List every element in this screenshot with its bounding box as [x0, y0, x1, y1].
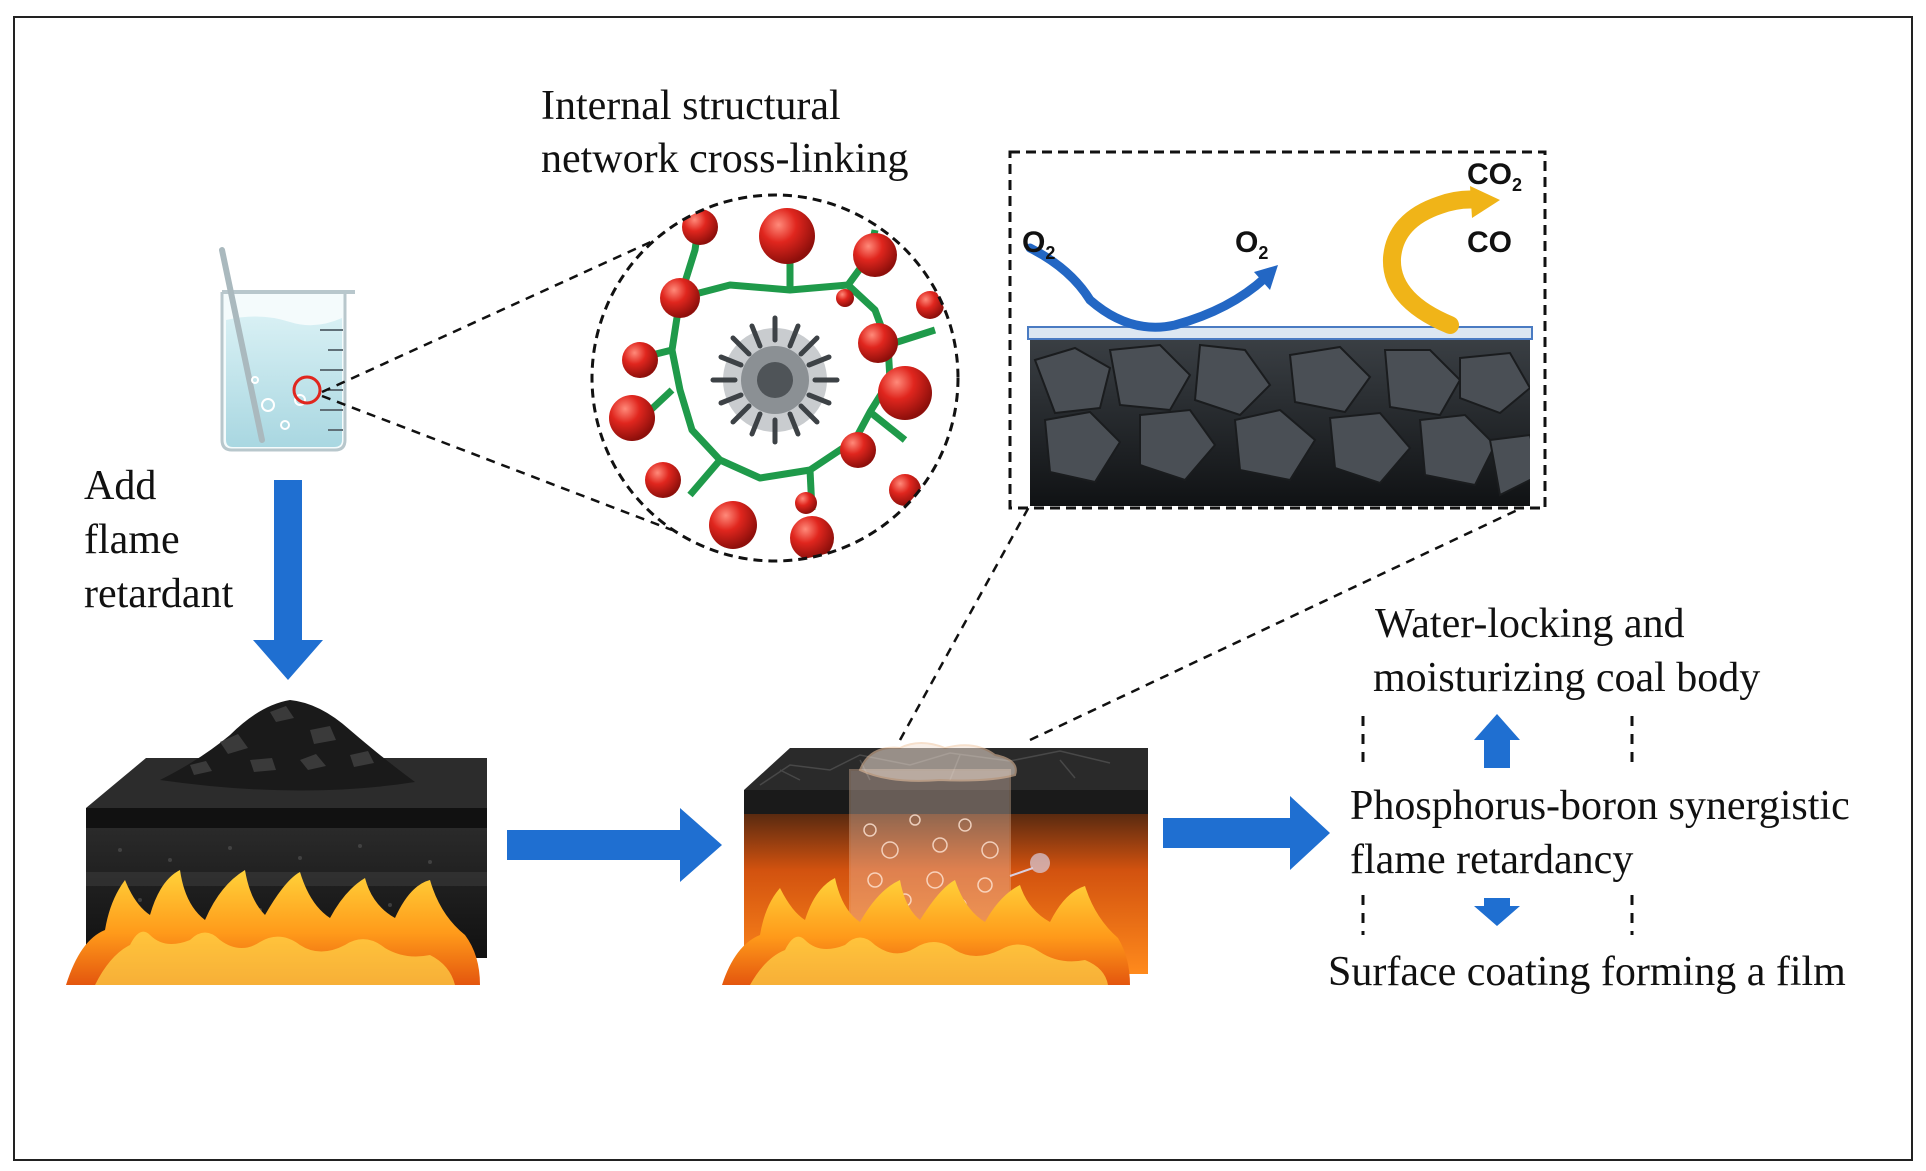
crosslink-network-illustration [590, 193, 960, 563]
down-arrow [253, 480, 323, 680]
internal-network-label-line1: Internal structural [541, 83, 841, 129]
phosphorus-boron-label-line2: flame retardancy [1350, 837, 1634, 883]
surface-coating-label: Surface coating forming a film [1328, 949, 1846, 995]
add-flame-retardant-line1: Add [84, 463, 157, 509]
o2-right-label: O2 [1235, 226, 1269, 263]
o2-left-label: O2 [1022, 226, 1056, 263]
beaker-icon [219, 247, 355, 452]
right-arrow-2 [1163, 796, 1330, 870]
figure-border [13, 16, 1913, 1161]
small-down-arrow [1474, 898, 1520, 926]
up-arrow [1474, 714, 1520, 768]
co2-label: CO2 [1467, 158, 1523, 195]
internal-network-label-line2: network cross-linking [541, 136, 909, 182]
water-locking-label-line1: Water-locking and [1375, 601, 1685, 647]
add-flame-retardant-line3: retardant [84, 571, 234, 617]
coal-block-burning [66, 700, 487, 985]
water-locking-label-line2: moisturizing coal body [1373, 655, 1761, 701]
co-label: CO [1467, 226, 1512, 259]
treated-coal-block [722, 742, 1148, 985]
surface-film-inset [1008, 150, 1547, 510]
phosphorus-boron-label-line1: Phosphorus-boron synergistic [1350, 783, 1850, 829]
add-flame-retardant-line2: flame [84, 517, 180, 563]
right-arrow-1 [507, 808, 722, 882]
